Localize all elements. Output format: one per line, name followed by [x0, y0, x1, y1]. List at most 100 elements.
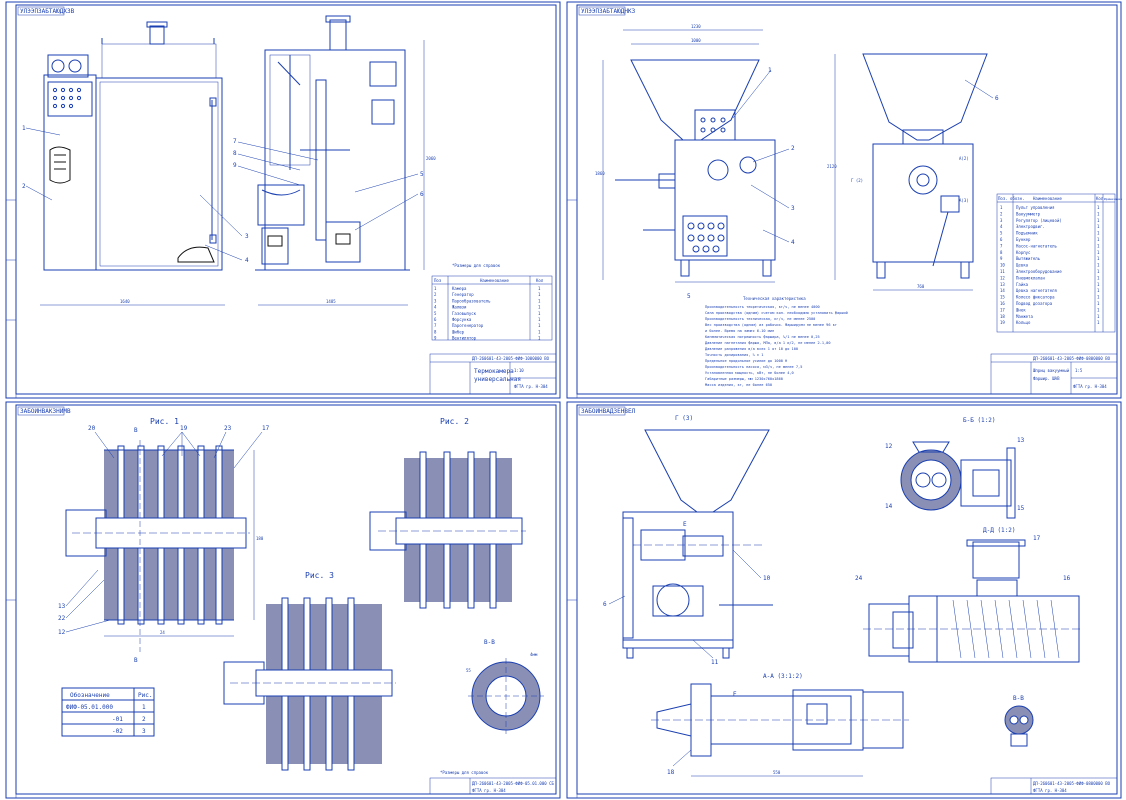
svg-text:Г (3): Г (3) — [675, 415, 693, 422]
spec-cell: Колесо фиксатора — [1016, 295, 1055, 300]
spec-cell: Жалюзи — [452, 305, 467, 310]
svg-text:1: 1 — [768, 67, 772, 74]
svg-text:5: 5 — [687, 293, 691, 300]
title-block: ДП-260601-43-2005-ФИФ-05.01.000 СБ ФГТА … — [429, 777, 557, 795]
fig-3-assembly — [223, 597, 396, 771]
svg-text:А(3): А(3) — [959, 198, 969, 203]
spec-cell: 1 — [1000, 205, 1003, 210]
spec-cell: 1 — [538, 329, 541, 334]
front-view: 1230 1000 1860 1 2 3 4 5 — [595, 24, 795, 300]
svg-text:23: 23 — [224, 425, 232, 432]
spec-cell: 1 — [538, 311, 541, 316]
side-view: 2120 760 Г (2) А(2) А(3) 6 — [827, 53, 999, 291]
spec-cell: 2 — [1000, 211, 1003, 216]
spec-cell: Шибер — [452, 329, 465, 334]
svg-text:3: 3 — [245, 233, 249, 240]
spec-cell: Электродвиг. — [1016, 224, 1045, 229]
svg-text:2120: 2120 — [827, 164, 837, 169]
svg-text:В-В: В-В — [1013, 695, 1024, 702]
fig-1-assembly: 20 19 23 17 13 22 12 В В 180 24 — [58, 425, 270, 664]
svg-text:6: 6 — [603, 601, 607, 608]
svg-text:10: 10 — [763, 575, 771, 582]
sheet-stamp: УЛЭЭПЗАБТАЮДХЗВ — [20, 8, 75, 15]
spec-cell: Шнек — [1016, 307, 1026, 312]
spec-cell: 1 — [538, 317, 541, 322]
svg-text:универсальная: универсальная — [474, 376, 521, 383]
section-d-d: Д-Д (1:2) 24 16 17 — [855, 527, 1083, 663]
svg-text:Б-Б (1:2): Б-Б (1:2) — [963, 417, 996, 424]
spec-cell: 1 — [538, 298, 541, 303]
tech-line: Вес производства (одним) из рабочих. Фар… — [705, 322, 837, 327]
spec-cell: 18 — [1000, 314, 1005, 319]
spec-cell: Цевка нагнетателя — [1016, 288, 1057, 293]
svg-text:24: 24 — [855, 575, 863, 582]
spec-cell: 17 — [1000, 307, 1005, 312]
spec-cell: 3 — [1000, 218, 1003, 223]
tech-line: Давление разряжения в/а всех 1 от 10 до … — [705, 347, 798, 351]
spec-cell: 11 — [1000, 269, 1005, 274]
svg-text:1: 1 — [22, 125, 26, 132]
spec-cell: 1 — [1097, 307, 1100, 312]
spec-cell: 13 — [1000, 282, 1005, 287]
svg-text:В-В: В-В — [484, 639, 495, 646]
svg-text:180: 180 — [256, 536, 264, 541]
tech-line: и более. Время на замес 6-10 мин — [705, 328, 774, 333]
spec-cell: 7 — [1000, 243, 1003, 248]
side-view: 1485 2060 7 8 9 5 6 — [233, 15, 436, 306]
spec-cell: 1 — [434, 286, 437, 291]
section-b-b: Б-Б (1:2) 12 14 13 15 — [885, 417, 1025, 519]
spec-cell: Генератор — [452, 292, 474, 297]
section-a-a: А-А (3:1:2) 550 18 Е — [651, 673, 909, 777]
spec-cell: 1 — [1097, 250, 1100, 255]
title-block: ДП-260601-43-2005-ФИФ-1000000 ВО Термока… — [429, 353, 557, 395]
spec-cell: Гайка — [1016, 282, 1029, 287]
svg-text:Техническая характеристика: Техническая характеристика — [743, 296, 806, 301]
fig-2-label: Рис. 2 — [440, 417, 469, 426]
spec-cell: Парогенератор — [452, 323, 484, 328]
svg-text:760: 760 — [917, 284, 925, 289]
spec-cell: 6 — [434, 317, 437, 322]
svg-text:1860: 1860 — [595, 171, 605, 176]
designation-table: Обозначение Рис. ФИФ-05.01.000 1 -01 2 -… — [61, 687, 155, 737]
svg-text:2: 2 — [22, 183, 26, 190]
spec-cell: 1 — [1097, 263, 1100, 268]
spec-cell: 4 — [434, 305, 437, 310]
svg-text:15: 15 — [1017, 505, 1025, 512]
svg-text:Е: Е — [733, 691, 737, 698]
tech-line: Производительность техническая, кг/ч, не… — [705, 317, 815, 321]
svg-text:ФГТА гр. Н-304: ФГТА гр. Н-304 — [514, 384, 548, 389]
spec-cell: 7 — [434, 323, 437, 328]
spec-cell: 14 — [1000, 288, 1005, 293]
spec-cell: 1 — [1097, 237, 1100, 242]
tech-line: Кинематическая погрешность фаршира, %/1 … — [705, 335, 820, 339]
spec-cell: 5 — [1000, 231, 1003, 236]
spec-cell: 8 — [434, 329, 437, 334]
svg-text:13: 13 — [58, 603, 66, 610]
spec-cell: Манжета — [1016, 314, 1033, 319]
svg-text:12: 12 — [885, 443, 893, 450]
svg-text:ФГТА гр. Н-304: ФГТА гр. Н-304 — [1073, 384, 1107, 389]
spec-cell: Парообразователь — [452, 298, 491, 303]
spec-cell: Вентилятор — [452, 336, 477, 341]
svg-text:1: 1 — [142, 704, 146, 711]
spec-cell: Корпус — [1016, 250, 1031, 255]
svg-text:Обозначение: Обозначение — [70, 692, 110, 699]
svg-text:5: 5 — [420, 171, 424, 178]
svg-text:Е: Е — [683, 521, 687, 528]
spec-cell: 1 — [1097, 243, 1100, 248]
spec-cell: 6 — [1000, 237, 1003, 242]
svg-text:3: 3 — [142, 728, 146, 735]
spec-cell: 2 — [434, 292, 437, 297]
title-block: ДП-260601-43-2005-ФИФ-0800000 ВО Шприц в… — [990, 353, 1118, 395]
dims-note: *Размеры для справок — [440, 770, 489, 775]
spec-cell: Вакуумметр — [1016, 211, 1041, 216]
svg-text:ДП-260601-43-2005-ФИФ-05.01.00: ДП-260601-43-2005-ФИФ-05.01.000 СБ — [472, 781, 554, 786]
spec-cell: Подъемник — [1016, 231, 1038, 236]
svg-text:20: 20 — [88, 425, 96, 432]
spec-cell: 1 — [1097, 224, 1100, 229]
spec-cell: 10 — [1000, 263, 1005, 268]
view-g: Г (3) 6 10 11 Е — [603, 415, 773, 666]
svg-text:4мм: 4мм — [530, 652, 538, 657]
svg-text:Кол.: Кол. — [1096, 196, 1106, 201]
